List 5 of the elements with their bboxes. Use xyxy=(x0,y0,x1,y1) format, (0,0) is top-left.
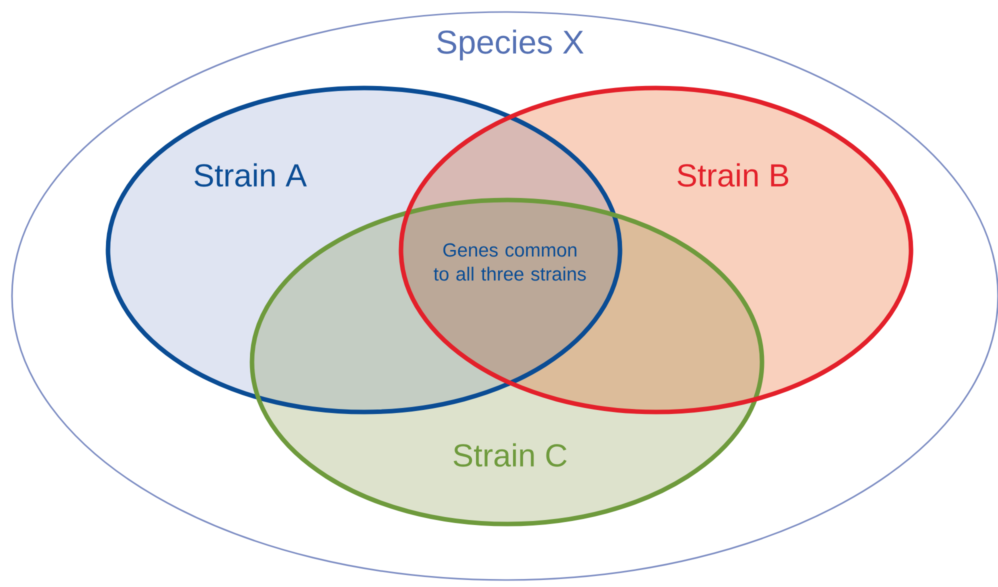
set-label: Strain A xyxy=(194,163,307,187)
set-label: Strain C xyxy=(454,443,567,467)
set-label: Species X xyxy=(437,30,584,60)
region-label: Genes common to all three strains xyxy=(434,243,586,281)
set-label: Strain B xyxy=(678,163,788,187)
